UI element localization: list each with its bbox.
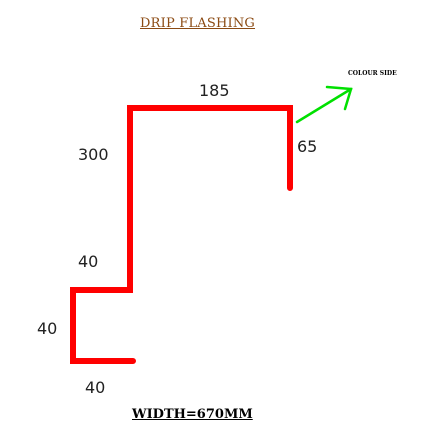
colour-side-arrow [295,85,353,124]
flashing-profile [70,105,293,364]
dimension-return-vertical: 40 [37,319,58,338]
dimension-top: 185 [199,81,230,100]
colour-side-label: COLOUR SIDE [348,70,397,77]
dimension-bottom: 40 [85,378,106,397]
dimension-drop: 65 [297,137,318,156]
width-note: WIDTH=670MM [132,407,253,422]
dimension-rise: 300 [78,145,109,164]
dimension-step: 40 [78,252,99,271]
diagram-title: DRIP FLASHING [140,16,256,31]
